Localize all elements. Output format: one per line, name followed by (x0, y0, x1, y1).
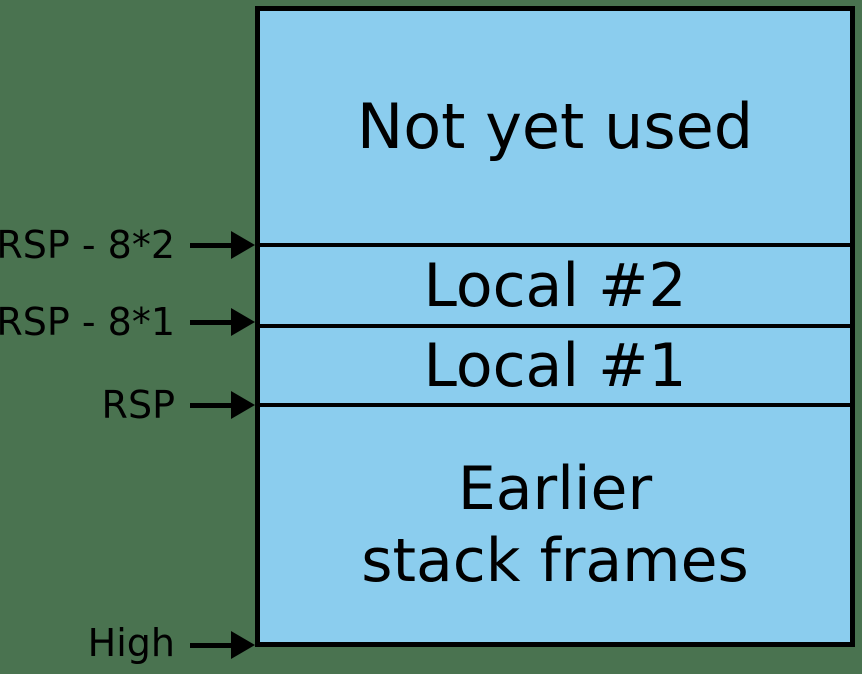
section-divider-rsp-8x2 (260, 243, 850, 247)
arrow-head (231, 231, 255, 259)
section-divider-rsp-8x1 (260, 324, 850, 328)
pointer-label-rsp: RSP (101, 383, 175, 427)
arrow-shaft (190, 402, 235, 408)
arrow-shaft (190, 242, 235, 248)
pointer-label-high: High (87, 621, 175, 665)
section-local-2: Local #2 (423, 250, 687, 321)
arrow-shaft (190, 319, 235, 325)
right-arrow-icon (190, 630, 255, 660)
section-earlier-stack-frames: Earlier stack frames (361, 453, 749, 596)
right-arrow-icon (190, 230, 255, 260)
stack-memory-box: Not yet used Local #2 Local #1 Earlier s… (255, 6, 855, 647)
section-not-yet-used: Not yet used (356, 90, 754, 163)
arrow-head (231, 391, 255, 419)
right-arrow-icon (190, 390, 255, 420)
arrow-shaft (190, 642, 235, 648)
pointer-label-rsp-minus-8x2: RSP - 8*2 (0, 223, 175, 267)
pointer-label-rsp-minus-8x1: RSP - 8*1 (0, 300, 175, 344)
arrow-head (231, 308, 255, 336)
right-arrow-icon (190, 307, 255, 337)
section-local-1: Local #1 (423, 330, 687, 401)
section-divider-rsp (260, 403, 850, 407)
arrow-head (231, 631, 255, 659)
